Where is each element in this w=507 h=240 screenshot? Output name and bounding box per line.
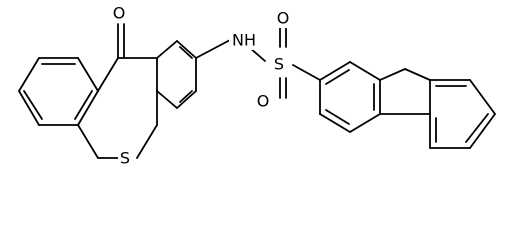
central-thio-ring <box>77 23 158 159</box>
bond <box>18 57 40 92</box>
bond <box>97 57 119 92</box>
ring-sulfur-bg <box>118 150 132 168</box>
bond <box>404 68 431 81</box>
bond <box>23 90 43 120</box>
bond <box>195 39 231 59</box>
sulfonyl-sulfur-label: S <box>274 55 284 74</box>
left-benzene-ring <box>18 57 99 126</box>
amide-hydrogen-label: H <box>244 31 256 50</box>
sulfonyl-sulfur-bg <box>271 55 287 75</box>
sulfonyl-oxygen-top-bg <box>275 10 291 28</box>
bond <box>179 46 193 59</box>
bond <box>319 61 351 81</box>
bond <box>292 64 321 81</box>
amide-nitrogen-label: N <box>232 31 244 50</box>
carbonyl-oxygen-label: O <box>113 4 126 23</box>
bond <box>325 109 350 125</box>
chemical-structure-drawing: O S N H S O O <box>18 4 496 168</box>
fluorene-five-ring <box>379 68 431 115</box>
sulfonyl-oxygen-bottom-label: O <box>257 92 270 111</box>
bond <box>249 47 266 62</box>
bond <box>18 90 40 126</box>
bond <box>156 90 178 109</box>
molecule-structure-canvas: O S N H S O O <box>18 3 496 168</box>
bond <box>77 57 99 92</box>
bond <box>325 69 350 85</box>
bond <box>469 79 496 115</box>
carbonyl-oxygen-bg <box>112 5 126 23</box>
bond <box>469 113 496 149</box>
bond <box>77 124 99 159</box>
atom-labels: O S N H S O O <box>112 4 291 168</box>
bond <box>176 40 197 59</box>
bond <box>349 113 381 133</box>
bond <box>74 90 93 120</box>
fluorene-left-ring <box>319 61 381 133</box>
bond <box>379 68 406 81</box>
sulfonyl-oxygen-top-label: O <box>277 9 290 28</box>
fluorene-right-ring <box>429 79 496 149</box>
bond <box>156 40 178 59</box>
bond <box>176 90 197 109</box>
bond <box>319 113 351 133</box>
ring-sulfur-label: S <box>120 149 130 168</box>
bond <box>77 90 99 126</box>
bond <box>465 113 489 143</box>
sulfonyl-oxygen-bottom-bg <box>255 93 271 111</box>
amide-nh-bg <box>229 30 257 50</box>
right-benzene-ring <box>156 40 197 109</box>
bond <box>349 61 381 81</box>
bond <box>179 90 193 103</box>
sulfonamide-linkage <box>195 26 321 99</box>
bond <box>136 124 158 159</box>
